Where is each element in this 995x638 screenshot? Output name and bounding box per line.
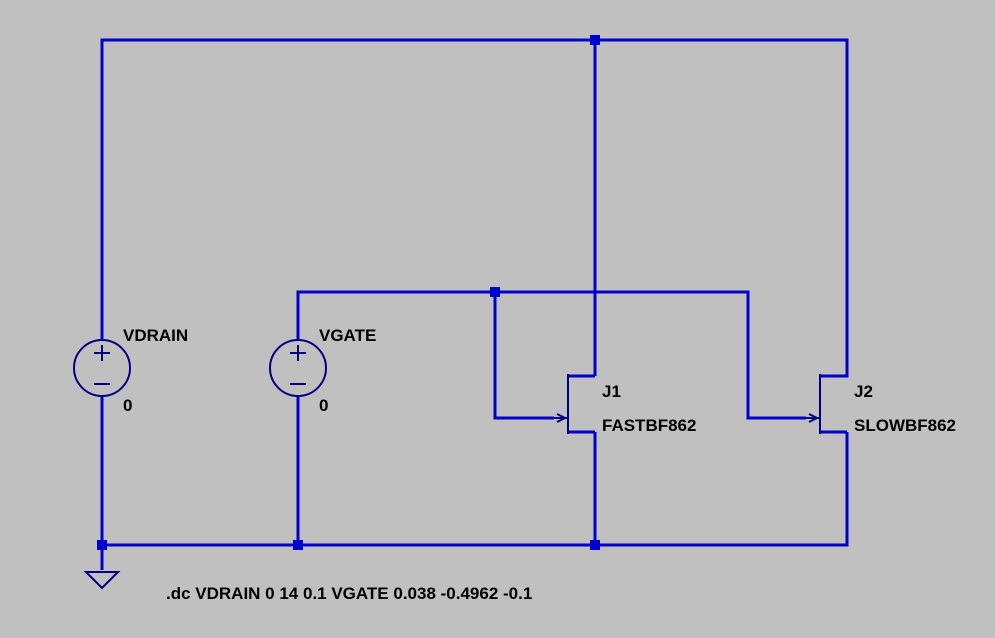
voltage-source-vgate[interactable]	[269, 339, 327, 397]
ground-icon[interactable]	[83, 571, 121, 590]
j2-model-label[interactable]: SLOWBF862	[854, 416, 956, 435]
jfet-j1[interactable]	[554, 374, 569, 434]
wire-vgate-top[interactable]	[296, 290, 806, 420]
j2-name-label[interactable]: J2	[854, 382, 873, 401]
junction-dot	[590, 35, 600, 45]
junction-dot	[590, 540, 600, 550]
wire-ground-bus[interactable]	[100, 396, 849, 547]
wire-j1-gate[interactable]	[493, 292, 554, 420]
jfet-arrow-icon	[556, 413, 568, 423]
jfet-j2[interactable]	[806, 374, 821, 434]
wire-vdrain-top[interactable]	[100, 38, 849, 378]
spice-directive[interactable]: .dc VDRAIN 0 14 0.1 VGATE 0.038 -0.4962 …	[166, 584, 532, 603]
vgate-name-label[interactable]: VGATE	[319, 326, 376, 345]
wires	[100, 38, 849, 570]
jfet-arrow-icon	[808, 413, 820, 423]
vgate-value-label[interactable]: 0	[319, 396, 328, 415]
junctions	[97, 35, 600, 550]
voltage-source-icon	[269, 339, 327, 397]
junction-dot	[293, 540, 303, 550]
vdrain-value-label[interactable]: 0	[123, 396, 132, 415]
voltage-source-vdrain[interactable]	[73, 339, 131, 397]
junction-dot	[490, 287, 500, 297]
vdrain-name-label[interactable]: VDRAIN	[123, 326, 188, 345]
j1-name-label[interactable]: J1	[602, 382, 621, 401]
j1-model-label[interactable]: FASTBF862	[602, 416, 696, 435]
voltage-source-icon	[73, 339, 131, 397]
junction-dot	[97, 540, 107, 550]
